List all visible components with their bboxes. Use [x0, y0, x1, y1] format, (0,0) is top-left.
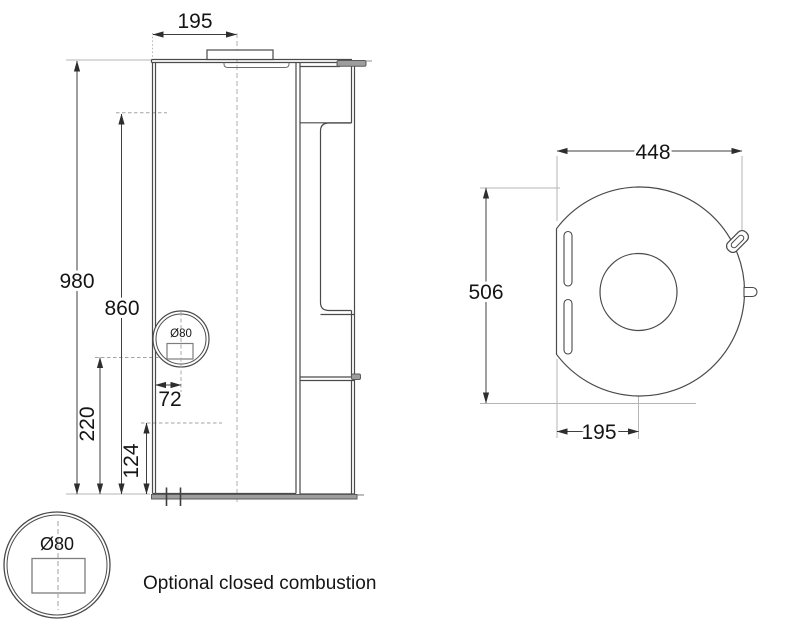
dim-base-height-label: 124: [120, 443, 143, 478]
top-view: [480, 156, 758, 439]
detail-inner-circle: [6, 514, 108, 616]
top-handle-bar: [336, 60, 367, 67]
vent-slot-upper: [563, 230, 573, 287]
dim-width-label: 506: [468, 281, 503, 304]
front-panel: [299, 62, 356, 495]
flue-collar: [206, 49, 274, 61]
floor-ticks: [165, 487, 182, 506]
dim-depth-label: 448: [635, 141, 670, 164]
door-knob: [743, 286, 758, 298]
detail-view: Ø80 Optional closed combustion: [3, 511, 376, 619]
dim-flue-offset-label: 195: [177, 10, 212, 33]
body-outline: [151, 62, 297, 495]
side-view: Ø80: [66, 33, 372, 506]
top-extension-lines: [480, 156, 743, 439]
window-recess: [319, 122, 352, 312]
flue-opening: [599, 252, 678, 332]
dim-inlet-offset-label: 72: [158, 388, 181, 411]
dim-flue-center-label: 195: [581, 421, 616, 444]
side-dimensions: 195 980 860 220 124 72: [56, 10, 237, 495]
side-dashed-references: [95, 112, 222, 424]
detail-diameter-label: Ø80: [40, 534, 74, 554]
dim-lower-height-label: 220: [76, 406, 99, 441]
top-dimensions: 448 506 195: [465, 138, 743, 447]
vent-slot-lower: [563, 298, 573, 355]
air-inlet-box: [166, 342, 194, 360]
dim-upper-height-label: 860: [104, 297, 139, 320]
lid-handle-slot: [730, 234, 745, 249]
dim-total-height-label: 980: [59, 270, 94, 293]
detail-caption: Optional closed combustion: [143, 573, 376, 594]
base-plate: [151, 494, 358, 500]
top-groove: [223, 62, 290, 68]
door-handle-tab: [351, 373, 361, 380]
air-inlet-diameter-label: Ø80: [170, 328, 192, 340]
lid-handle: [725, 229, 750, 254]
